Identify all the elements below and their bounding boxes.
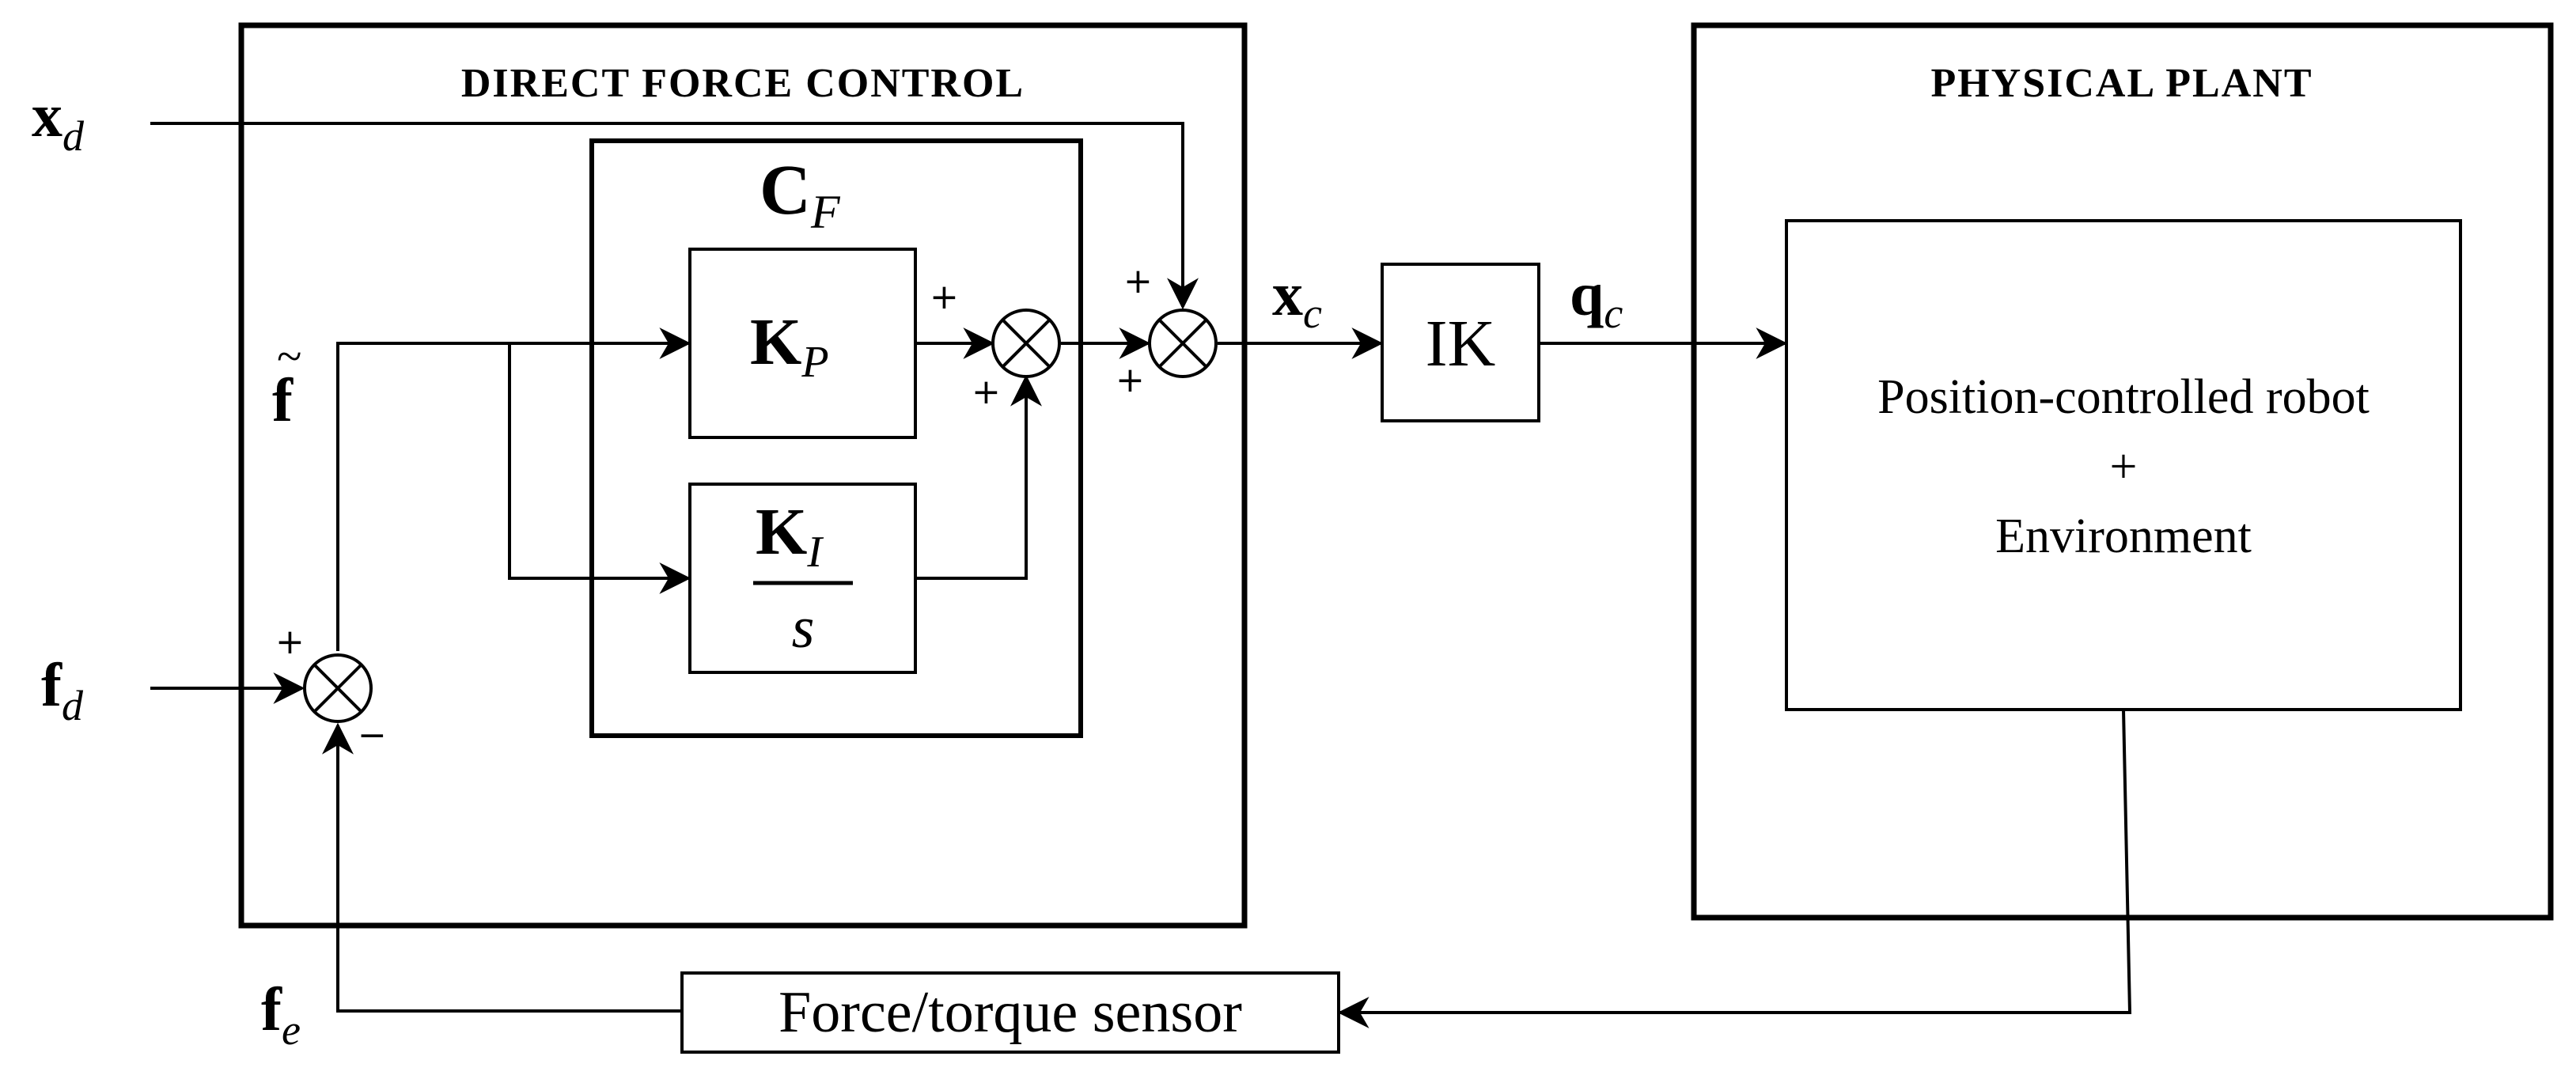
- direct-force-control-block: DIRECT FORCE CONTROL: [238, 22, 1248, 929]
- physical-plant-title: PHYSICAL PLANT: [1930, 61, 2313, 106]
- sign-error-plus: +: [275, 622, 305, 662]
- signal-ftilde-label: ~ f: [272, 331, 301, 434]
- ik-label: IK: [1426, 307, 1496, 380]
- svg-text:~: ~: [277, 331, 301, 382]
- pi-summing-junction: [991, 309, 1061, 378]
- sign-sum2-top: +: [1123, 261, 1153, 301]
- wire-ki-sum1: [915, 374, 1042, 580]
- sign-sum2-left: +: [1116, 360, 1145, 400]
- ki-label: KI: [756, 495, 824, 577]
- sign-sum1-bottom: +: [972, 372, 1001, 412]
- svg-text:f: f: [272, 365, 294, 434]
- ki-integral-block: KI s: [688, 483, 917, 674]
- signal-xc-label: xc: [1272, 259, 1322, 337]
- cf-controller-block: CF: [589, 138, 1083, 738]
- signal-xd-label: xd: [32, 81, 85, 160]
- signal-fd-label: fd: [41, 650, 84, 729]
- signal-qc-label: qc: [1570, 259, 1623, 337]
- position-summing-junction: [1148, 309, 1218, 378]
- force-torque-sensor-block: Force/torque sensor: [680, 971, 1340, 1054]
- signal-fe-label: fe: [261, 975, 301, 1054]
- environment-label: Environment: [1995, 509, 2252, 563]
- plus-label: +: [2110, 440, 2138, 494]
- sign-sum1-top: +: [930, 277, 959, 317]
- kp-gain-block: KP: [688, 248, 917, 439]
- cf-label: CF: [760, 151, 841, 238]
- robot-label: Position-controlled robot: [1877, 370, 2370, 424]
- sign-error-minus: −: [358, 715, 387, 755]
- ki-denominator: s: [792, 596, 815, 661]
- wire-fe: [322, 722, 682, 1013]
- kp-label: KP: [750, 305, 829, 387]
- signal-wires: [150, 122, 2132, 1028]
- ik-block: IK: [1381, 263, 1540, 422]
- wire-ftilde: [336, 327, 691, 651]
- wire-xd: [150, 122, 1199, 310]
- error-summing-junction: [303, 653, 373, 723]
- wire-feedback: [1337, 709, 2132, 1028]
- sensor-label: Force/torque sensor: [778, 980, 1242, 1045]
- physical-plant-block: PHYSICAL PLANT: [1691, 22, 2554, 921]
- direct-force-control-title: DIRECT FORCE CONTROL: [461, 61, 1025, 106]
- wire-branch-ki: [508, 343, 691, 594]
- robot-environment-block: Position-controlled robot + Environment: [1785, 219, 2462, 711]
